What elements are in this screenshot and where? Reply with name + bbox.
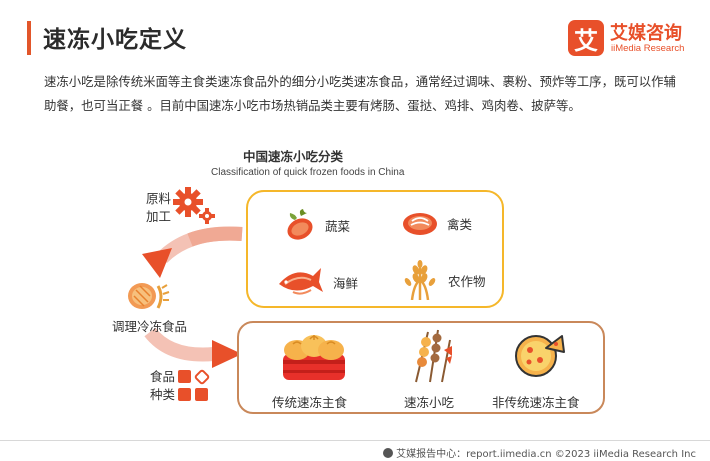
logo-name-en: iiMedia Research [611, 43, 685, 54]
footer-divider [0, 440, 710, 441]
flow-diagram [128, 187, 243, 401]
food-type-frozen-snack: 速冻小吃 [404, 395, 455, 410]
steamed-buns-icon [283, 335, 345, 380]
pizza-icon [515, 335, 565, 377]
page-title: 速冻小吃定义 [43, 27, 187, 53]
vegetable-icon [287, 209, 313, 240]
logo-name-cn: 艾媒咨询 [610, 23, 682, 44]
wheat-icon [404, 260, 436, 300]
category-poultry: 禽类 [401, 208, 472, 238]
logo-mark: 艾 [568, 20, 604, 56]
prepared-food-label: 调理冷冻食品 [112, 319, 188, 334]
footer-text: 艾媒报告中心：report.iimedia.cn ©2023 iiMedia R… [396, 449, 696, 460]
classification-title-en: Classification of quick frozen foods in … [211, 167, 405, 178]
report-center-icon [383, 447, 394, 458]
small-gear-icon [199, 208, 215, 224]
category-grid-icon [178, 369, 210, 401]
raw-material-label: 原料 加工 [146, 191, 172, 224]
title-accent-bar [27, 21, 31, 55]
gear-icon [173, 187, 203, 217]
category-seafood: 海鲜 [275, 262, 358, 302]
bread-icon [128, 283, 170, 309]
category-crops: 农作物 [400, 260, 486, 300]
food-type-label: 食品 种类 [150, 369, 176, 402]
brand-logo: 艾 艾媒咨询 iiMedia Research [568, 18, 698, 62]
skewer-icon [415, 329, 452, 383]
intro-paragraph: 速冻小吃是除传统米面等主食类速冻食品外的细分小吃类速冻食品，通常经过调味、裹粉、… [44, 74, 676, 113]
footer: 艾媒报告中心：report.iimedia.cn ©2023 iiMedia R… [383, 445, 696, 460]
fish-icon [279, 268, 323, 295]
food-type-nontraditional-staple: 非传统速冻主食 [492, 395, 580, 410]
classification-title-cn: 中国速冻小吃分类 [243, 149, 344, 164]
meat-icon [403, 213, 437, 235]
category-vegetable: 蔬菜 [281, 208, 350, 242]
food-type-traditional-staple: 传统速冻主食 [272, 395, 348, 410]
